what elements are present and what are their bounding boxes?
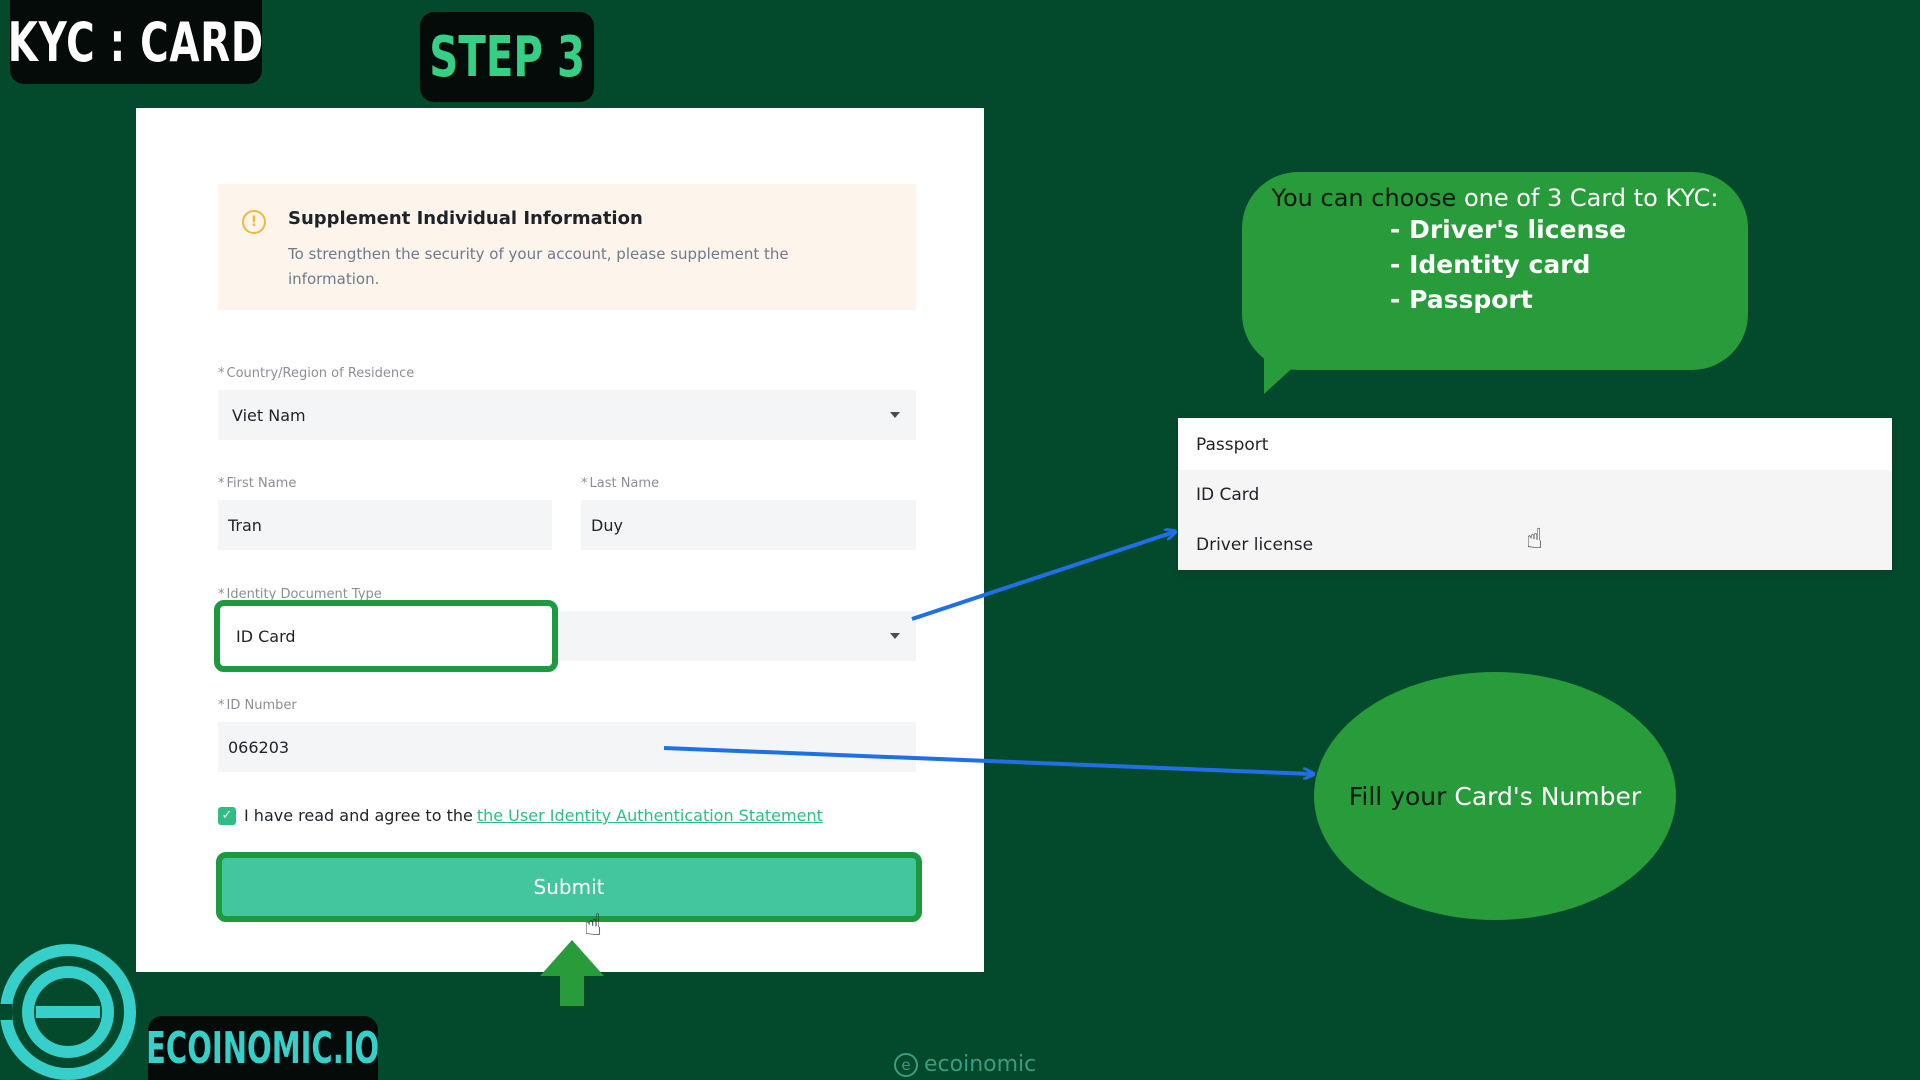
document-type-label: *Identity Document Type xyxy=(218,587,382,602)
title-text: KYC : CARD xyxy=(7,10,265,74)
dropdown-option-driver-license[interactable]: Driver license xyxy=(1178,520,1892,570)
id-number-value: 066203 xyxy=(228,737,290,757)
document-type-value: ID Card xyxy=(236,626,296,646)
up-arrow-icon xyxy=(540,940,604,1006)
brand-name: ECOINOMIC.IO xyxy=(146,1022,380,1074)
hand-cursor-icon: ☝ xyxy=(584,908,603,943)
ecoinomic-logo-icon xyxy=(0,944,136,1080)
brand-badge: ECOINOMIC.IO xyxy=(146,1016,380,1080)
bubble-item: - Driver's license xyxy=(1390,215,1627,244)
chevron-down-icon xyxy=(890,412,900,418)
speech-bubble xyxy=(1242,172,1748,370)
first-name-input[interactable]: Tran xyxy=(218,500,552,550)
last-name-label: *Last Name xyxy=(581,476,660,491)
card-number-callout: Fill your Card's Number xyxy=(1314,672,1676,920)
document-type-dropdown: Passport ID Card Driver license ☝ xyxy=(1178,418,1892,570)
country-value: Viet Nam xyxy=(232,405,306,425)
notice-text: To strengthen the security of your accou… xyxy=(288,245,789,288)
bubble-item: - Identity card xyxy=(1390,250,1591,279)
dropdown-option-passport[interactable]: Passport xyxy=(1196,435,1269,455)
notice-title: Supplement Individual Information xyxy=(288,208,643,229)
statement-link[interactable]: the User Identity Authentication Stateme… xyxy=(476,806,823,825)
notice-box: ! Supplement Individual Information To s… xyxy=(218,184,916,310)
dropdown-option-id-card[interactable]: ID Card xyxy=(1178,470,1892,520)
document-type-highlight[interactable]: ID Card xyxy=(214,600,558,672)
last-name-input[interactable]: Duy xyxy=(581,500,916,550)
agree-text: I have read and agree to the xyxy=(244,806,473,825)
agree-checkbox[interactable]: ✓ xyxy=(218,806,236,825)
watermark-text: ecoinomic xyxy=(924,1052,1037,1077)
id-number-label: *ID Number xyxy=(218,698,297,713)
step-text: STEP 3 xyxy=(429,24,585,90)
id-number-input[interactable]: 066203 xyxy=(218,722,916,772)
agree-row: ✓ I have read and agree to the the User … xyxy=(218,806,823,825)
first-name-value: Tran xyxy=(228,515,262,535)
bubble-intro: You can choose one of 3 Card to KYC: xyxy=(1271,184,1719,212)
submit-label: Submit xyxy=(533,875,605,899)
first-name-label: *First Name xyxy=(218,476,297,491)
bubble-item: - Passport xyxy=(1390,285,1533,314)
step-badge: STEP 3 xyxy=(420,12,594,102)
ecoinomic-watermark-icon: e xyxy=(894,1052,918,1077)
country-label: *Country/Region of Residence xyxy=(218,366,415,381)
title-badge: KYC : CARD xyxy=(7,0,265,84)
submit-button[interactable]: Submit xyxy=(216,852,922,922)
kyc-form: ! Supplement Individual Information To s… xyxy=(136,108,984,972)
last-name-value: Duy xyxy=(591,515,623,535)
hand-cursor-icon: ☝ xyxy=(1526,522,1544,555)
chevron-down-icon xyxy=(890,633,900,639)
warning-icon: ! xyxy=(242,210,266,234)
speech-bubble-tail xyxy=(1264,352,1310,394)
country-select[interactable]: Viet Nam xyxy=(218,390,916,440)
watermark: e ecoinomic xyxy=(894,1052,1036,1077)
bubble-content: You can choose one of 3 Card to KYC: - D… xyxy=(1242,184,1748,317)
